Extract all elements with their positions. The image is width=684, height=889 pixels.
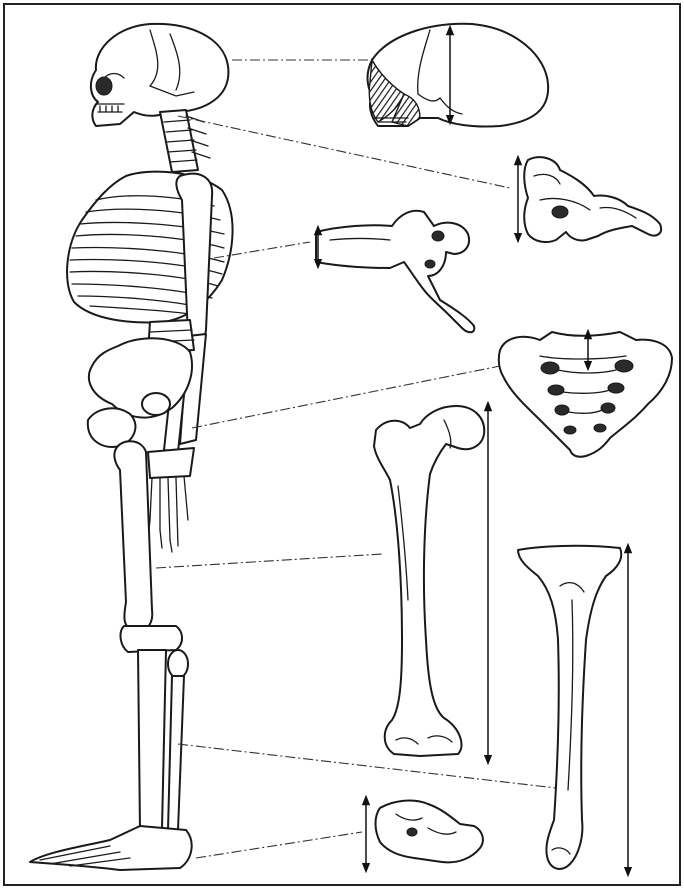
skeleton-cervical-spine	[160, 110, 210, 172]
sacrum	[499, 332, 672, 457]
leader-lines	[156, 60, 556, 858]
full-skeleton-lateral	[30, 24, 233, 870]
skeleton-femur	[114, 441, 152, 631]
calcaneus	[366, 800, 483, 868]
leader-calcaneus	[196, 832, 362, 858]
skeleton-skull	[91, 24, 228, 126]
skeleton-hand	[148, 448, 194, 552]
skeleton-tibia	[138, 650, 184, 830]
tibia	[518, 546, 628, 872]
leader-tibia	[178, 744, 556, 788]
skull-lateral-section	[368, 24, 549, 127]
leader-femur	[156, 554, 382, 568]
leader-cervical	[178, 116, 510, 188]
thoracic-vertebra	[316, 211, 474, 333]
femur	[374, 406, 488, 760]
skeleton-foot	[30, 826, 192, 870]
cervical-vertebra	[518, 157, 661, 242]
